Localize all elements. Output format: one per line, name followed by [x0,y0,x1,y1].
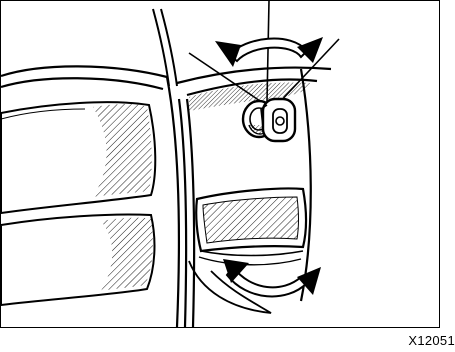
door-handle [188,187,308,314]
illustration-frame [0,0,440,328]
rotate-arrow-icon [215,37,323,67]
figure-code: X12051 [408,333,455,348]
door-lock-illustration [1,1,340,327]
left-door-outline [1,65,180,327]
right-door-outline [176,66,332,327]
left-lower-panel [1,213,156,307]
key-position-lines [188,1,340,106]
left-upper-panel [1,101,157,215]
right-door-shading [189,82,311,111]
key-icon [260,97,297,143]
pull-arrow-icon [223,259,321,298]
